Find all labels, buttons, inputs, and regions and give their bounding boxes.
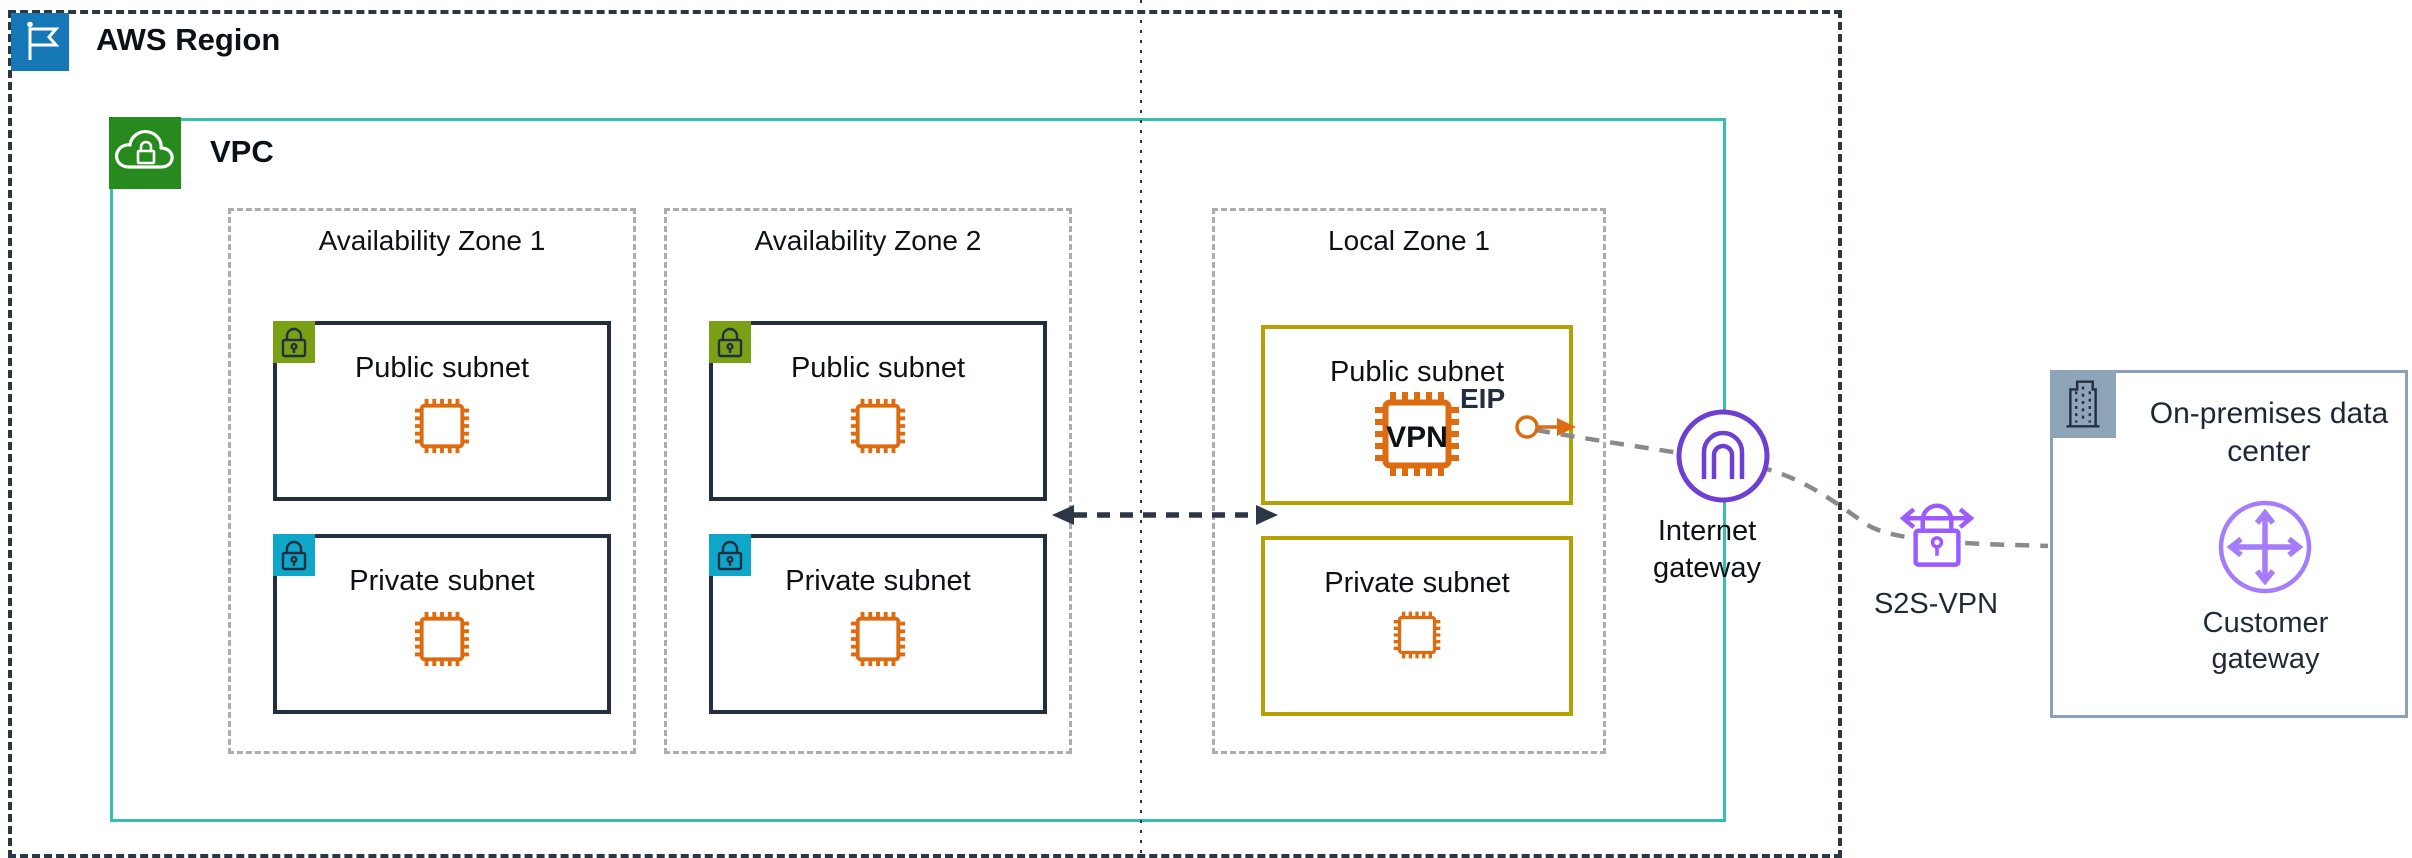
- subnet-label: Private subnet: [785, 565, 971, 597]
- public-padlock-icon: [273, 321, 315, 363]
- chip-icon: [413, 397, 471, 455]
- lock-with-arrows-icon: [1896, 486, 1978, 579]
- chip-icon: [1392, 610, 1442, 660]
- zone-label: Availability Zone 1: [318, 225, 546, 256]
- subnet-label: Public subnet: [790, 352, 966, 384]
- subnet-label: Private subnet: [349, 565, 535, 597]
- local-zone-1: Local Zone 1 Public subnet VPN Private s…: [1212, 208, 1606, 754]
- flag-icon: [11, 13, 69, 71]
- on-premises-title: On-premises data center: [2149, 397, 2389, 468]
- availability-zone-1: Availability Zone 1 Public subnet Privat…: [228, 208, 636, 754]
- eip-label: EIP: [1460, 383, 1506, 414]
- vpc-label: VPC: [210, 134, 274, 169]
- private-subnet: Private subnet: [1261, 536, 1573, 716]
- availability-zone-2: Availability Zone 2 Public subnet Privat…: [664, 208, 1072, 754]
- private-subnet: Private subnet: [273, 534, 611, 714]
- public-subnet: Public subnet: [709, 321, 1047, 501]
- on-premises-data-center-group: On-premises data center Customer gateway: [2050, 370, 2408, 718]
- chip-icon: [849, 397, 907, 455]
- building-icon: [2050, 370, 2116, 438]
- cloud-lock-icon: [109, 117, 181, 189]
- private-subnet: Private subnet: [709, 534, 1047, 714]
- vpn-chip-label: VPN: [1386, 421, 1448, 454]
- chip-icon: [413, 610, 471, 668]
- private-padlock-icon: [709, 534, 751, 576]
- chip-icon: [849, 610, 907, 668]
- subnet-label: Public subnet: [1329, 356, 1505, 388]
- subnet-label: Private subnet: [1324, 567, 1510, 599]
- subnet-label: Public subnet: [354, 352, 530, 384]
- public-padlock-icon: [709, 321, 751, 363]
- public-subnet: Public subnet: [273, 321, 611, 501]
- region-label: AWS Region: [96, 22, 281, 57]
- public-subnet: Public subnet VPN: [1261, 325, 1573, 505]
- zone-label: Availability Zone 2: [754, 225, 982, 256]
- private-padlock-icon: [273, 534, 315, 576]
- customer-gateway-label: Customer gateway: [2202, 607, 2329, 675]
- vpn-chip-icon: VPN: [1372, 389, 1462, 479]
- gateway-arch-icon: [1674, 407, 1772, 505]
- s2s-vpn-label: S2S-VPN: [1873, 588, 1999, 620]
- cross-arrows-icon: [2216, 498, 2314, 596]
- zone-label: Local Zone 1: [1328, 225, 1490, 256]
- internet-gateway-label: Internet gateway: [1652, 515, 1761, 584]
